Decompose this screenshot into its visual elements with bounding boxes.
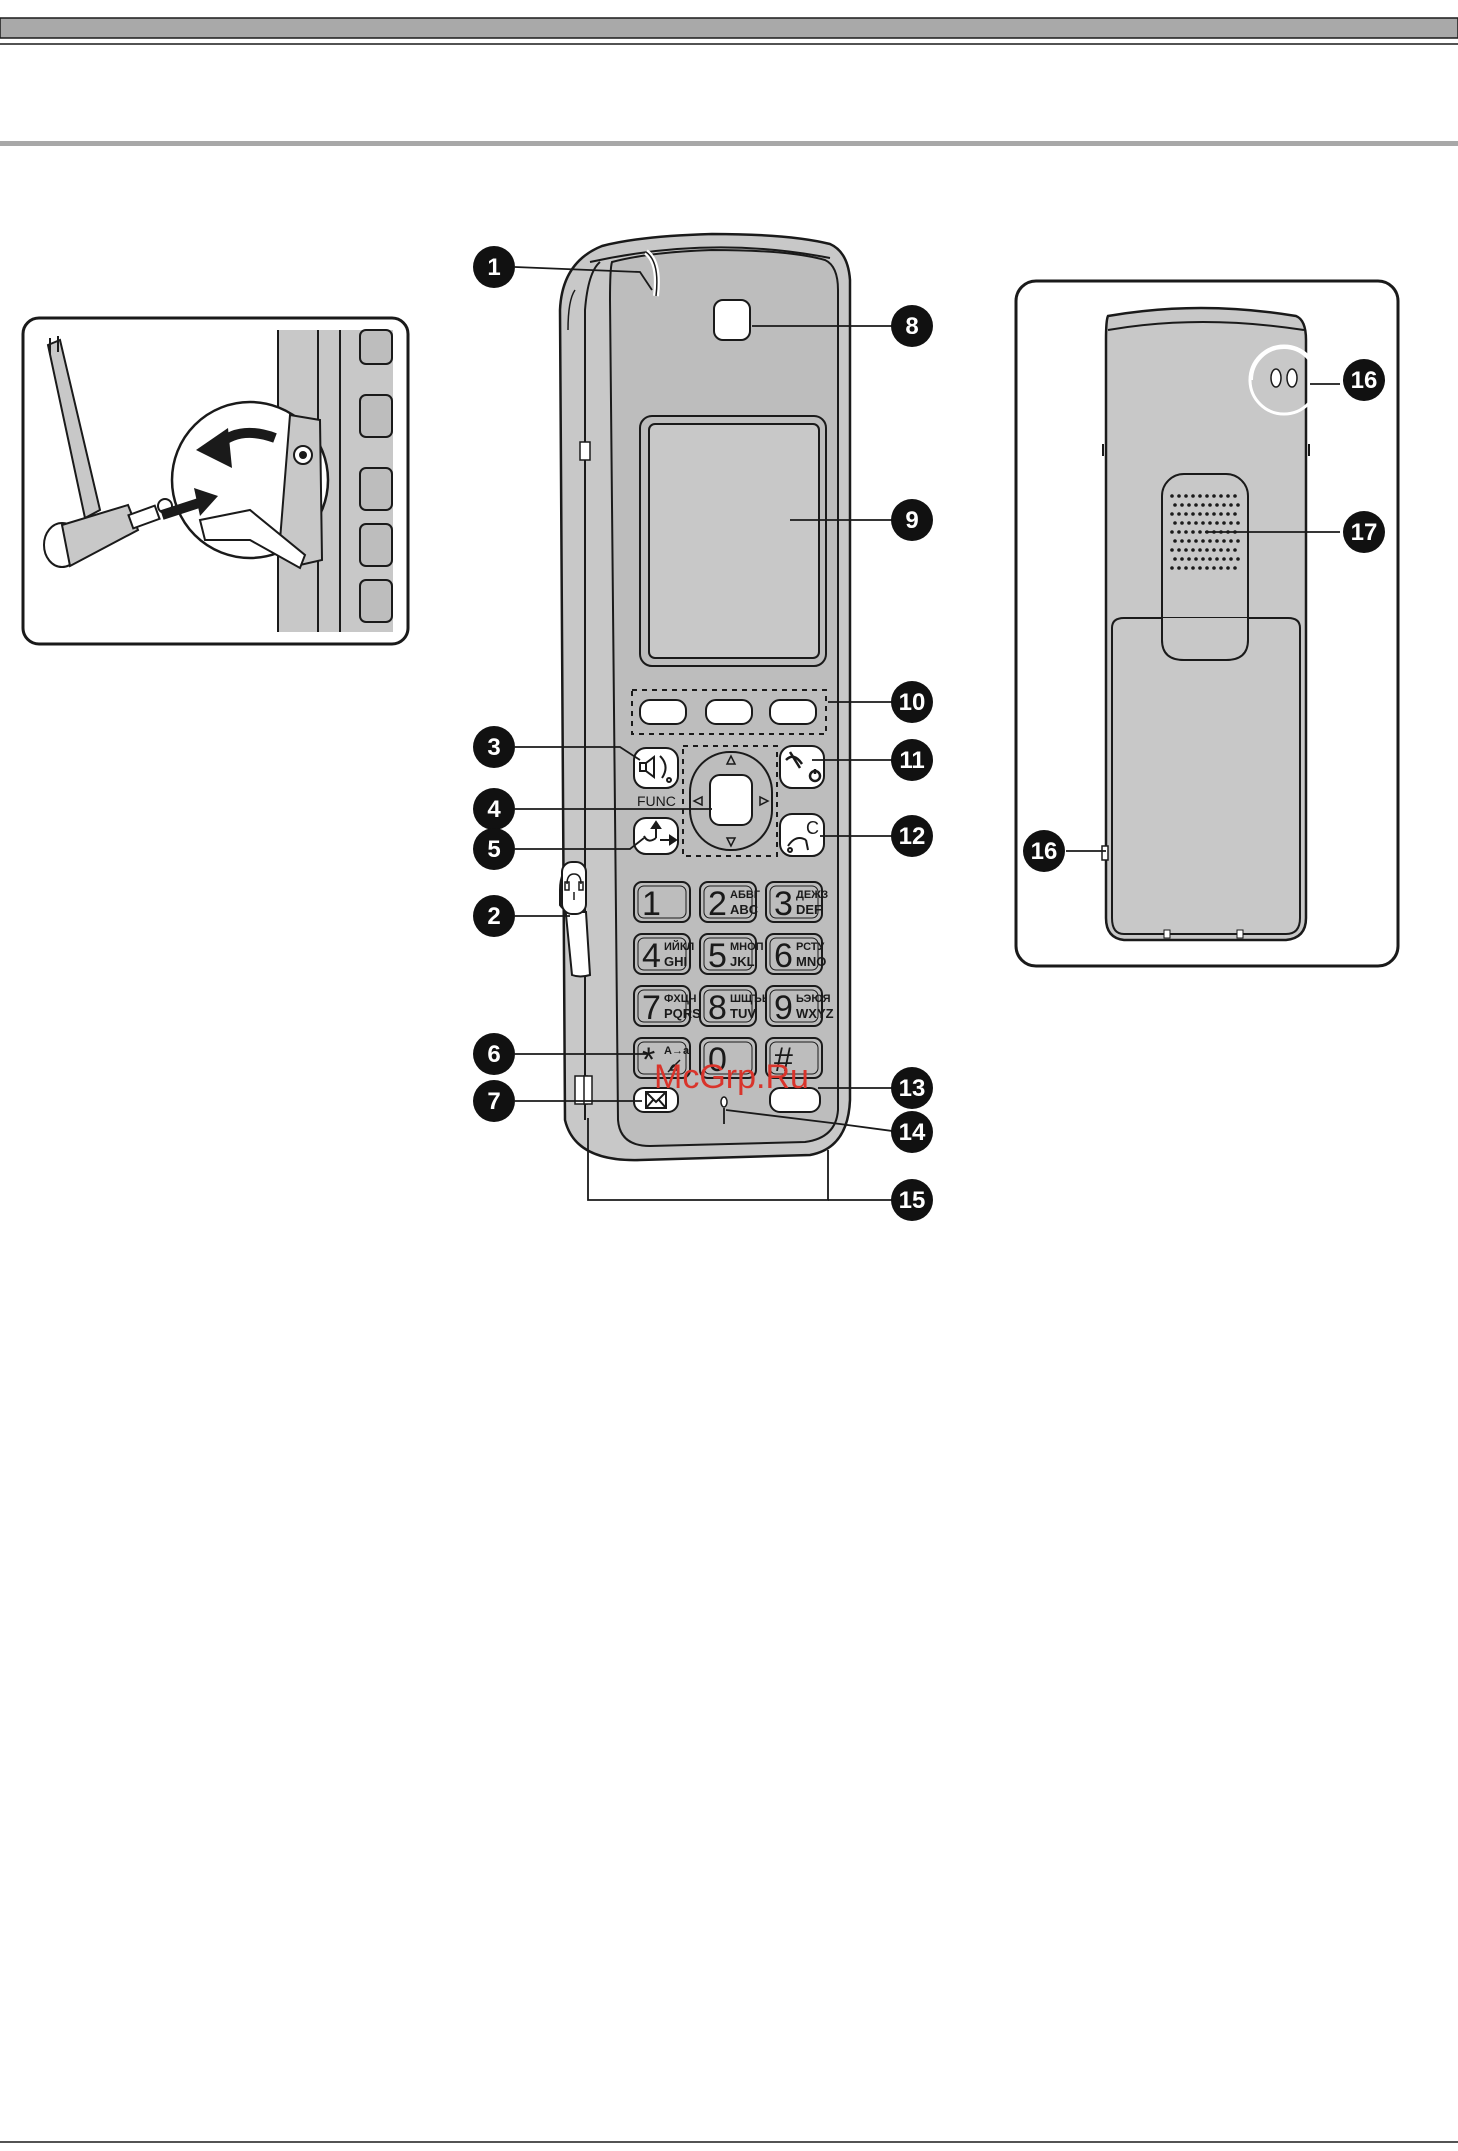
func-label: FUNC <box>637 793 676 809</box>
microphone <box>721 1097 727 1107</box>
soft-key-right[interactable] <box>770 700 816 724</box>
dial-key-cyrillic: ФХЦЧ <box>664 993 697 1005</box>
display-screen <box>649 424 819 658</box>
page-header <box>0 18 1458 146</box>
svg-text:14: 14 <box>899 1119 926 1146</box>
svg-text:4: 4 <box>487 796 501 823</box>
svg-text:8: 8 <box>905 313 918 340</box>
dial-key-letters: MNO <box>796 954 826 969</box>
navigator-center-key[interactable] <box>710 775 752 825</box>
handset-back <box>1016 281 1398 966</box>
callout-5: 5 <box>473 828 515 870</box>
callout-2: 2 <box>473 895 515 937</box>
dial-key-letters: PQRS <box>664 1006 701 1021</box>
callout-12: 12 <box>891 815 933 857</box>
svg-text:16: 16 <box>1031 838 1058 865</box>
dial-key-letters: DEF <box>796 902 822 917</box>
callout-9: 9 <box>891 499 933 541</box>
dial-key-digit: 1 <box>642 885 661 923</box>
callout-16a: 16 <box>1343 359 1385 401</box>
svg-text:1: 1 <box>487 254 500 281</box>
callout-16b: 16 <box>1023 830 1065 872</box>
dial-key-cyrillic: АБВГ <box>730 889 761 901</box>
callout-14: 14 <box>891 1111 933 1153</box>
svg-text:5: 5 <box>487 836 500 863</box>
dial-key-letters: ABC <box>730 902 759 917</box>
svg-text:12: 12 <box>899 823 926 850</box>
dial-key-cyrillic: ДЕЖЗ <box>796 889 828 901</box>
dial-key-cyrillic: A→a <box>664 1045 690 1057</box>
svg-text:2: 2 <box>487 903 500 930</box>
dial-key-cyrillic: РСТУ <box>796 941 824 953</box>
dial-key-letters: WXYZ <box>796 1006 834 1021</box>
dial-key-cyrillic: ИЙКЛ <box>664 940 694 953</box>
svg-text:6: 6 <box>487 1041 500 1068</box>
svg-text:C: C <box>806 818 819 838</box>
dial-key-digit: 7 <box>642 989 661 1027</box>
callout-10: 10 <box>891 681 933 723</box>
callout-8: 8 <box>891 305 933 347</box>
dial-key-letters: JKL <box>730 954 755 969</box>
svg-text:17: 17 <box>1351 519 1378 546</box>
dial-key-letters: TUV <box>730 1006 756 1021</box>
soft-key-center[interactable] <box>706 700 752 724</box>
svg-text:13: 13 <box>899 1075 926 1102</box>
callout-4: 4 <box>473 788 515 830</box>
callout-11: 11 <box>891 739 933 781</box>
dial-key-digit: 3 <box>774 885 793 923</box>
dial-key-digit: 4 <box>642 937 661 975</box>
callout-13: 13 <box>891 1067 933 1109</box>
dial-key-digit: 9 <box>774 989 793 1027</box>
dial-key-digit: 8 <box>708 989 727 1027</box>
svg-text:7: 7 <box>487 1088 500 1115</box>
svg-text:16: 16 <box>1351 367 1378 394</box>
svg-text:3: 3 <box>487 734 500 761</box>
svg-text:15: 15 <box>899 1187 926 1214</box>
svg-text:11: 11 <box>899 747 924 774</box>
svg-text:9: 9 <box>905 507 918 534</box>
callout-3: 3 <box>473 726 515 768</box>
callout-7: 7 <box>473 1080 515 1122</box>
callout-6: 6 <box>473 1033 515 1075</box>
soft-key-left[interactable] <box>640 700 686 724</box>
svg-text:10: 10 <box>899 689 926 716</box>
dial-key-cyrillic: МНОП <box>730 941 764 953</box>
watermark: McGrp.Ru <box>654 1058 809 1096</box>
dial-key-digit: 5 <box>708 937 727 975</box>
dial-key-digit: 6 <box>774 937 793 975</box>
strap-hole-left <box>1271 369 1281 387</box>
dial-key-cyrillic: ЬЭЮЯ <box>796 993 831 1005</box>
dial-key-letters: GHI <box>664 954 687 969</box>
callout-1: 1 <box>473 246 515 288</box>
strap-hole-right <box>1287 369 1297 387</box>
dial-key-digit: 2 <box>708 885 727 923</box>
callout-17: 17 <box>1343 511 1385 553</box>
dial-key-1[interactable]: 1 <box>634 882 690 923</box>
headset-jack-inset <box>23 318 408 644</box>
callout-15: 15 <box>891 1179 933 1221</box>
